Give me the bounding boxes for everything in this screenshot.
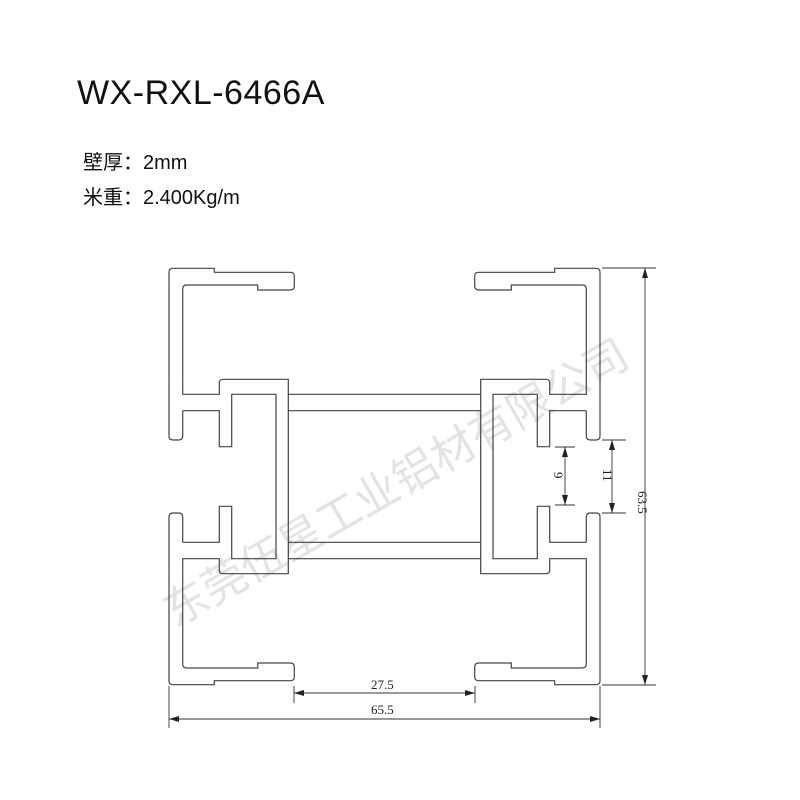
profile-model-title: WX-RXL-6466A [77,74,325,112]
dimension-slot-outer: 11 [600,469,615,482]
dimension-lines [168,267,656,728]
weight-spec: 米重：2.400Kg/m [83,181,240,210]
dimension-total-width: 65.5 [371,702,394,717]
dimension-opening-width: 27.5 [371,677,394,692]
wall-thickness-value: 2mm [143,152,188,174]
dimension-height: 63.5 [635,491,650,514]
weight-label: 米重： [83,187,143,209]
wall-thickness-spec: 壁厚：2mm [83,146,187,175]
dimension-slot-inner: 9 [551,472,566,479]
wall-thickness-label: 壁厚： [83,152,143,174]
weight-value: 2.400Kg/m [143,187,240,209]
